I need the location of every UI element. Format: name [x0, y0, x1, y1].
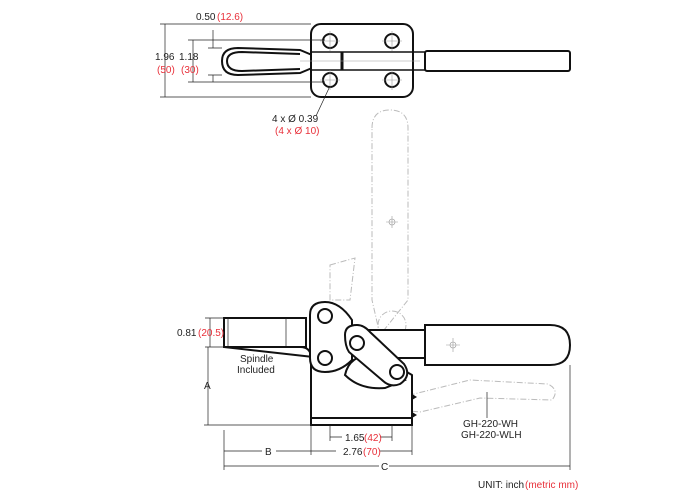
- unit-metric: (metric mm): [525, 480, 578, 491]
- unit-label: UNIT: inch: [478, 480, 524, 491]
- top-view: 0.50 (12.6) 1.96 (50) 1.18 (30) 4 x Ø 0.…: [155, 12, 571, 137]
- ghost-upright-handle: [329, 109, 409, 340]
- holes-label: 4 x Ø 0.39: [272, 114, 319, 125]
- dim-base-label: 2.76: [343, 447, 363, 458]
- dim-spindle-metric: (20.5): [198, 328, 224, 339]
- ghost-lower-handle: [397, 379, 556, 413]
- spindle-note: Included: [237, 365, 275, 376]
- dim-height-metric: (50): [157, 65, 175, 76]
- dim-base-metric: (70): [363, 447, 381, 458]
- dim-base-inner-metric: (42): [364, 433, 382, 444]
- model-label: GH-220-WLH: [461, 430, 522, 441]
- dim-base-inner-label: 1.65: [345, 433, 365, 444]
- dim-c-label: C: [381, 462, 388, 473]
- dim-b-label: B: [265, 447, 272, 458]
- dim-a-label: A: [204, 381, 211, 392]
- dim-holes-label: 1.18: [179, 52, 199, 63]
- dim-width-label: 0.50: [196, 12, 216, 23]
- handle: [424, 324, 572, 366]
- dim-holes-metric: (30): [181, 65, 199, 76]
- model-label: GH-220-WH: [463, 419, 518, 430]
- dim-width-metric: (12.6): [217, 12, 243, 23]
- holes-metric: (4 x Ø 10): [275, 126, 319, 137]
- dim-spindle-label: 0.81: [177, 328, 197, 339]
- spindle: [223, 317, 307, 348]
- spindle-note: Spindle: [240, 354, 274, 365]
- side-view: 0.81 (20.5) Spindle Included A B C 1.65 …: [177, 300, 572, 473]
- dim-height-label: 1.96: [155, 52, 175, 63]
